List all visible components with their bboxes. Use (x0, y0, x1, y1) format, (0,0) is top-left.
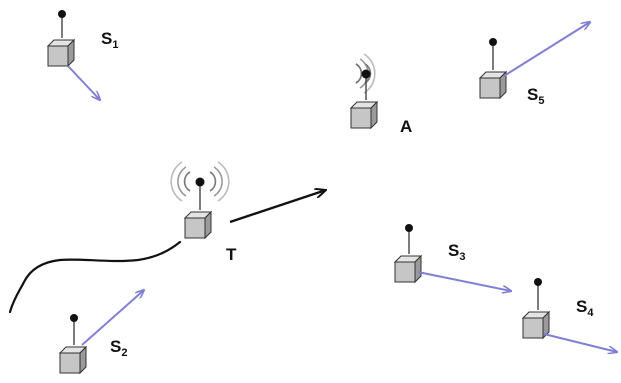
anchor-node-a: A (350, 53, 412, 136)
sensor-s2: S2 (59, 290, 144, 374)
node-label-s2: S2 (110, 337, 127, 359)
sensor-s1: S1 (47, 10, 118, 100)
sensor-s4: S4 (522, 278, 617, 352)
motion-arrow-s1 (67, 65, 100, 100)
motion-arrow-s3 (417, 271, 511, 291)
node-label-s5: S5 (527, 85, 544, 107)
motion-arrow-s4 (543, 333, 617, 352)
sensor-s5: S5 (479, 22, 590, 107)
motion-arrow-s2 (81, 290, 144, 346)
node-label-s3: S3 (448, 241, 465, 263)
node-label-s1: S1 (101, 29, 118, 51)
node-label-s4: S4 (576, 297, 594, 319)
node-label-a: A (400, 117, 412, 136)
node-label-t: T (226, 245, 237, 264)
target-node-t: T (170, 161, 326, 264)
broadcast-waves-icon (170, 161, 230, 202)
target-trajectory (8, 240, 182, 314)
broadcast-waves-icon (355, 53, 376, 94)
sensor-s3: S3 (394, 224, 511, 291)
motion-arrow-s5 (503, 22, 590, 77)
target-motion-arrow (229, 190, 326, 224)
